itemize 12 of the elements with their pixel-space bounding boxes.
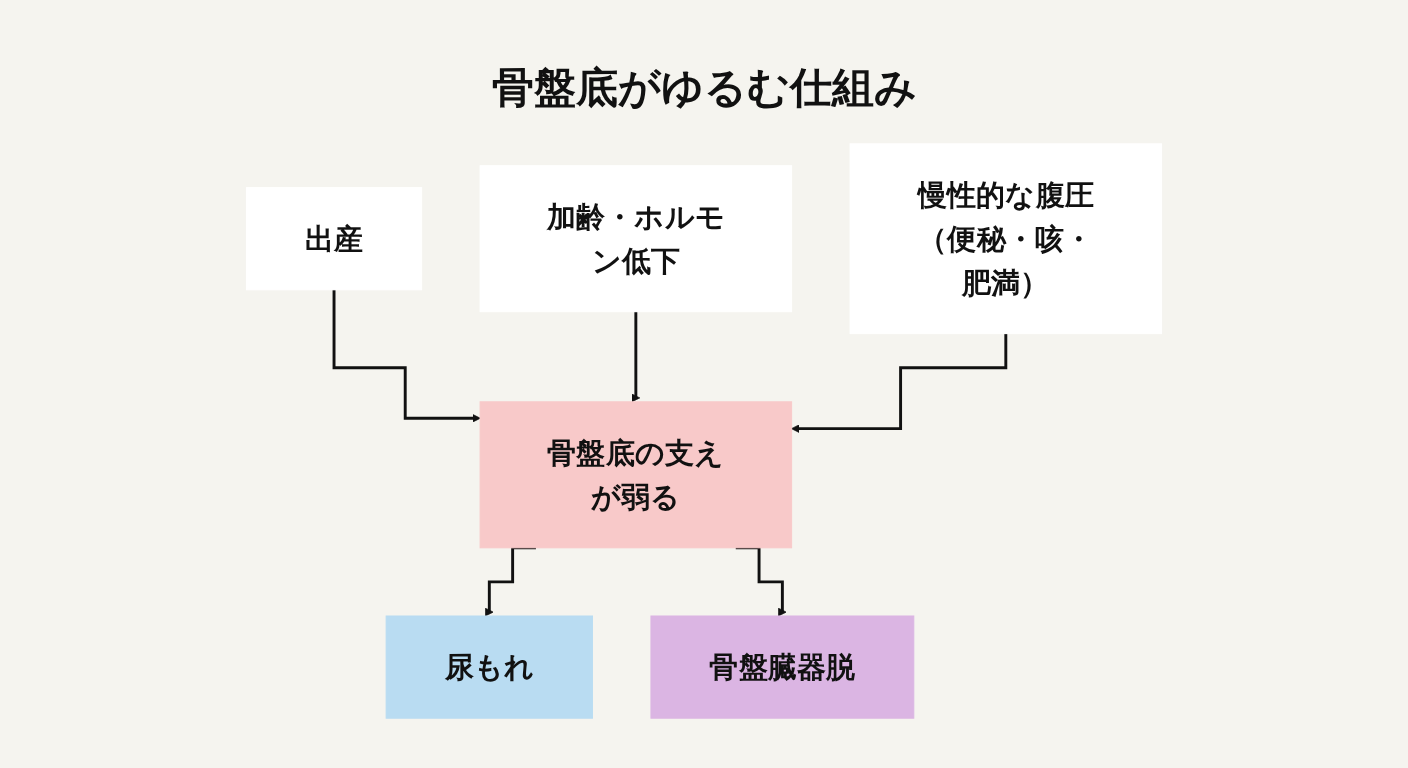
arrow — [332, 288, 481, 423]
node-box: 骨盤底の支えが弱る — [479, 401, 793, 549]
node-box: 骨盤臓器脱 — [650, 615, 915, 719]
arrow — [485, 546, 536, 617]
arrow — [631, 310, 641, 403]
node-box: 加齢・ホルモン低下 — [479, 165, 793, 313]
node-box: 尿もれ — [385, 615, 593, 719]
diagram-title: 骨盤底がゆるむ仕組み — [490, 62, 918, 114]
node-box: 出産 — [245, 187, 423, 291]
arrow — [791, 332, 1008, 433]
node-box: 慢性的な腹圧（便秘・咳・肥満） — [849, 143, 1163, 335]
arrow — [735, 546, 787, 617]
